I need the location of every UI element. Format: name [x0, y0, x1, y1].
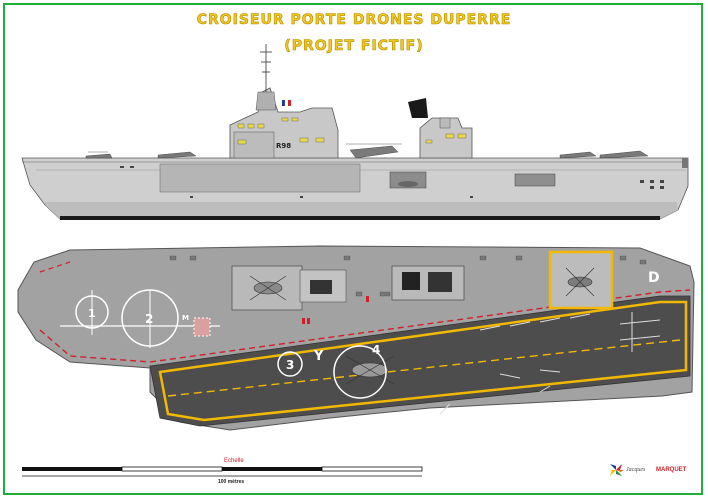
helicopter-top-2: [345, 355, 395, 385]
side-hull-lower: [45, 202, 678, 219]
deck-mark-m: M: [182, 314, 189, 322]
scale-value: 100 mètres: [218, 479, 245, 485]
aft-elevator: [548, 250, 614, 310]
marquet-logo: [610, 464, 624, 476]
helicopter-top-1: [249, 275, 287, 301]
drawing-subtitle: (PROJET FICTIF): [284, 38, 424, 55]
scale-label: Echelle: [224, 458, 244, 464]
deck-spot-3-circle: [277, 351, 303, 377]
forward-elevator: [193, 317, 211, 337]
deck-letter-d: D: [648, 270, 660, 286]
deck-mark-y: Y: [313, 349, 324, 364]
red-deck-edge-line: [39, 289, 691, 363]
drawing-border: [3, 3, 703, 495]
side-opening-aft: [514, 173, 556, 187]
side-forward-mast: [260, 44, 272, 92]
deck-spot-4-number: 4: [372, 343, 380, 357]
deck-spot-1-number: 1: [88, 307, 96, 320]
signature-first-name: Jacques: [626, 467, 646, 473]
top-view: 1 2 M 3 Y 4 D: [17, 245, 695, 431]
hull-number-text: R98: [276, 142, 291, 150]
deck-spot-4-circle: [333, 345, 387, 399]
side-waterline: [60, 216, 660, 220]
signature-last-name: MARQUET: [656, 467, 687, 473]
runway-border-line: [158, 300, 688, 422]
runway-drones: [439, 312, 661, 415]
side-profile: R98: [21, 44, 689, 220]
scale-bar: [22, 466, 423, 477]
side-deck-aircraft: [85, 143, 649, 159]
side-hangar-recess: [159, 163, 361, 193]
drawing-title: CROISEUR PORTE DRONES DUPERRE: [196, 12, 512, 29]
french-flag: [282, 99, 291, 107]
side-funnel: [408, 98, 428, 118]
deck-spot-3-number: 3: [286, 358, 294, 372]
flight-deck-runway: [149, 295, 691, 427]
elevator-helicopter: [565, 267, 595, 297]
runway-center-dashed: [167, 339, 681, 397]
deck-spot-2-number: 2: [145, 312, 153, 326]
